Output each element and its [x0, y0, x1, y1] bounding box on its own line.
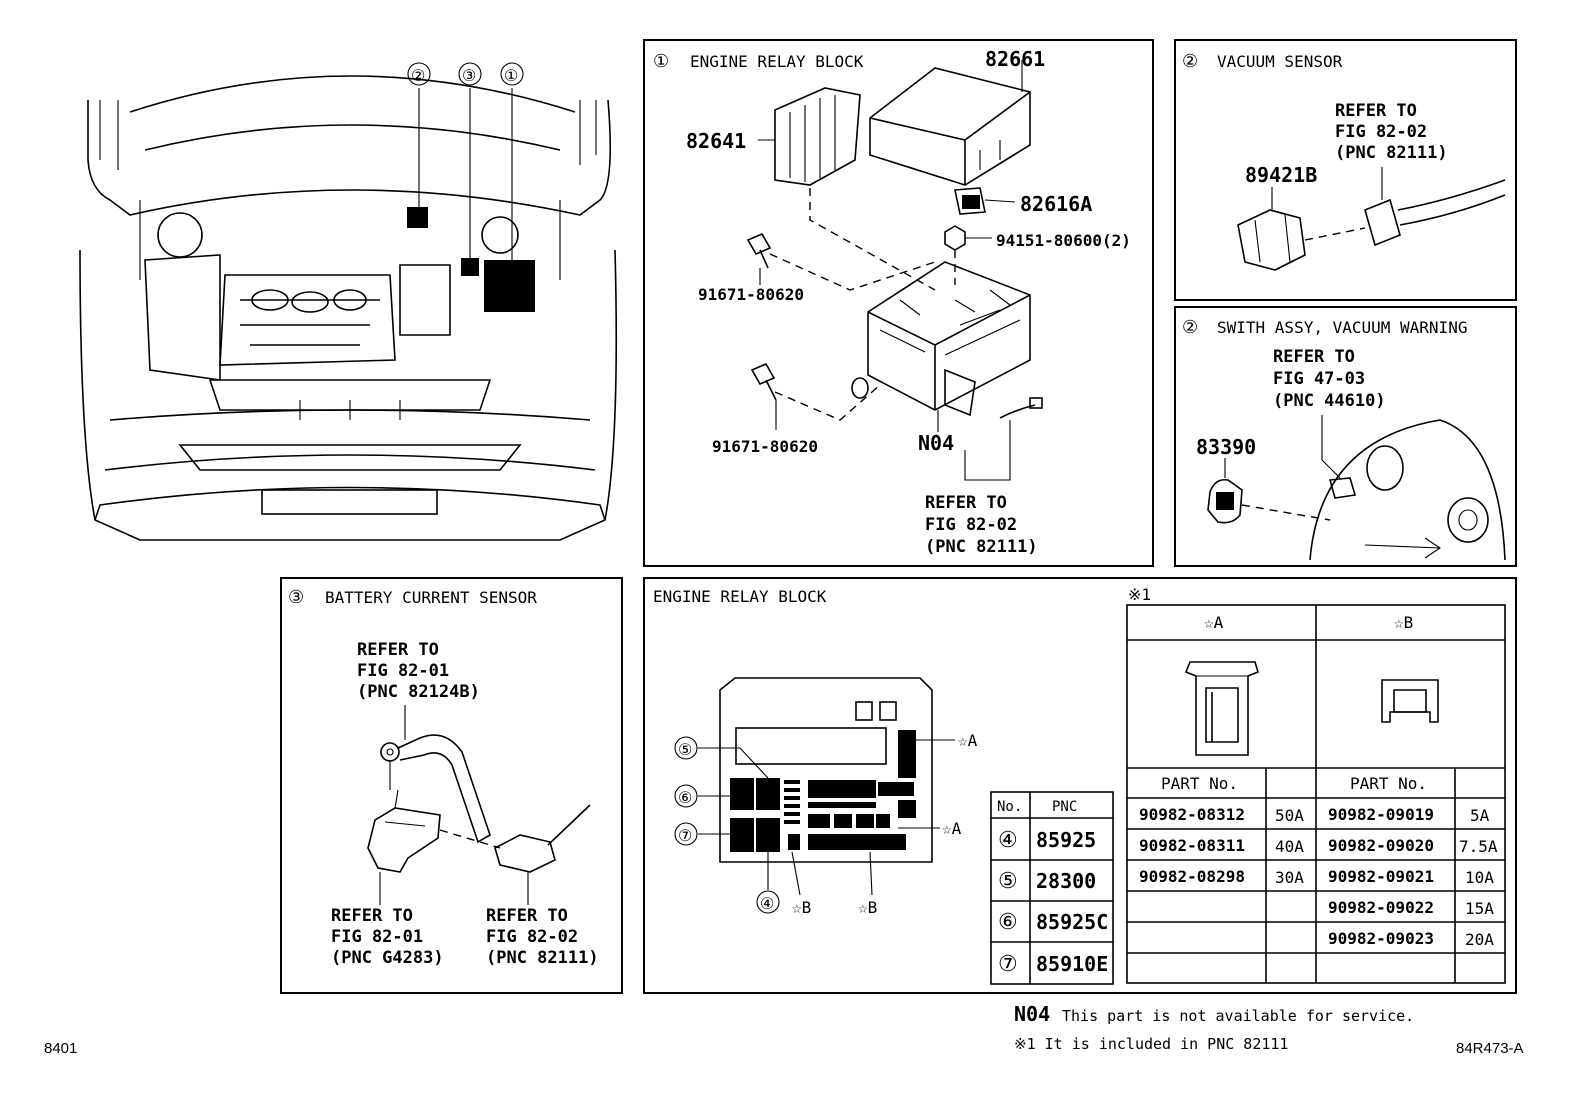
battery-refer-right-3: (PNC 82111)	[486, 948, 599, 968]
vacuum-switch-refer-3: (PNC 44610)	[1273, 391, 1386, 411]
vacuum-sensor-refer-3: (PNC 82111)	[1335, 143, 1448, 163]
part-89421b: 89421B	[1245, 163, 1317, 187]
relay-star-a-top: ☆A	[958, 731, 978, 750]
relay-star-b-right: ☆B	[858, 898, 877, 917]
battery-refer-top-2: FIG 82-01	[357, 661, 449, 681]
part-91671-80620-b: 91671-80620	[712, 437, 818, 456]
vacuum-sensor-panel-num: ②	[1182, 51, 1198, 72]
fuse-b-amp: 20A	[1465, 930, 1494, 949]
fuse-b-part: 90982-09022	[1328, 898, 1434, 917]
fuse-b-amp: 5A	[1470, 806, 1490, 825]
fuse-table	[1126, 604, 1506, 984]
engine-bay-illustration	[79, 75, 618, 541]
overview-callout-3: ③	[462, 66, 476, 85]
part-94151-80600: 94151-80600(2)	[996, 231, 1131, 250]
fuse-a-amp: 40A	[1275, 837, 1304, 856]
relay-callout-4: ④	[760, 894, 774, 913]
pnc-row-value: 85925C	[1036, 910, 1108, 934]
battery-refer-top-3: (PNC 82124B)	[357, 682, 480, 702]
relay-callout-6: ⑥	[678, 788, 692, 807]
relay-callout-7: ⑦	[678, 826, 692, 845]
battery-refer-right-2: FIG 82-02	[486, 927, 578, 947]
engine-relay-refer-1: REFER TO	[925, 493, 1007, 513]
footnote-n04-code: N04	[1014, 1002, 1050, 1026]
fuse-a-part: 90982-08311	[1139, 836, 1245, 855]
pnc-header-pnc: PNC	[1052, 799, 1077, 815]
engine-relay-parts-drawing	[746, 60, 1043, 481]
fuse-b-amp: 10A	[1465, 868, 1494, 887]
battery-sensor-drawing	[367, 705, 591, 905]
fuse-a-amp: 50A	[1275, 806, 1304, 825]
fuse-b-part-header: PART No.	[1350, 774, 1427, 793]
fuse-b-amp: 15A	[1465, 899, 1494, 918]
relay-star-b-left: ☆B	[792, 898, 811, 917]
pnc-header-no: No.	[997, 799, 1022, 815]
battery-refer-left-2: FIG 82-01	[331, 927, 423, 947]
vacuum-switch-panel	[1174, 306, 1517, 567]
fuse-a-amp: 30A	[1275, 868, 1304, 887]
pnc-row-value: 85910E	[1036, 952, 1108, 976]
vacuum-switch-panel-title: SWITH ASSY, VACUUM WARNING	[1217, 318, 1467, 337]
overview-callout-1: ①	[504, 66, 518, 85]
engine-relay-panel-num: ①	[653, 51, 669, 72]
fuse-col-a-header: ☆A	[1204, 613, 1224, 632]
part-82641: 82641	[686, 129, 746, 153]
fuse-b-part: 90982-09021	[1328, 867, 1434, 886]
overview-callout-2: ②	[411, 66, 425, 85]
vacuum-sensor-refer-2: FIG 82-02	[1335, 122, 1427, 142]
engine-relay-panel	[643, 39, 1154, 567]
vacuum-sensor-panel	[1174, 39, 1517, 301]
relay-layout-callout-circles	[674, 736, 780, 914]
engine-relay-refer-3: (PNC 82111)	[925, 537, 1038, 557]
pnc-table	[990, 791, 1114, 985]
fuse-b-part: 90982-09019	[1328, 805, 1434, 824]
pnc-row-value: 85925	[1036, 828, 1096, 852]
battery-refer-left-1: REFER TO	[331, 906, 413, 926]
vacuum-sensor-panel-title: VACUUM SENSOR	[1217, 52, 1343, 71]
overview-callouts	[407, 62, 524, 86]
battery-refer-right-1: REFER TO	[486, 906, 568, 926]
vacuum-sensor-refer-1: REFER TO	[1335, 101, 1417, 121]
fuse-b-part: 90982-09023	[1328, 929, 1434, 948]
fuse-table-note-mark: ※1	[1128, 585, 1151, 604]
fuse-a-part: 90982-08312	[1139, 805, 1245, 824]
vacuum-switch-refer-2: FIG 47-03	[1273, 369, 1365, 389]
pnc-row-value: 28300	[1036, 869, 1096, 893]
vacuum-sensor-drawing	[1237, 167, 1506, 271]
relay-block-layout-drawing	[698, 677, 955, 896]
vacuum-switch-panel-num: ②	[1182, 317, 1198, 338]
pnc-row-no: ⑤	[998, 869, 1018, 894]
battery-sensor-panel	[280, 577, 623, 994]
figure-code: 84R473-A	[1456, 1040, 1524, 1057]
part-91671-80620-a: 91671-80620	[698, 285, 804, 304]
part-83390: 83390	[1196, 435, 1256, 459]
relay-layout-panel	[643, 577, 1517, 994]
page-id: 8401	[44, 1040, 77, 1057]
footnote-note1: ※1 It is included in PNC 82111	[1014, 1035, 1288, 1053]
relay-callout-5: ⑤	[678, 740, 692, 759]
fuse-b-part: 90982-09020	[1328, 836, 1434, 855]
engine-relay-panel-title: ENGINE RELAY BLOCK	[690, 52, 864, 71]
relay-layout-panel-title: ENGINE RELAY BLOCK	[653, 587, 827, 606]
battery-sensor-panel-num: ③	[288, 587, 304, 608]
engine-relay-refer-2: FIG 82-02	[925, 515, 1017, 535]
pnc-row-no: ⑥	[998, 910, 1018, 935]
part-82661: 82661	[985, 47, 1045, 71]
pnc-row-no: ⑦	[998, 952, 1018, 977]
fuse-a-part: 90982-08298	[1139, 867, 1245, 886]
battery-refer-left-3: (PNC G4283)	[331, 948, 444, 968]
part-82616a: 82616A	[1020, 192, 1092, 216]
vacuum-switch-drawing	[1207, 415, 1506, 561]
fuse-a-part-header: PART No.	[1161, 774, 1238, 793]
part-n04: N04	[918, 431, 954, 455]
vacuum-switch-refer-1: REFER TO	[1273, 347, 1355, 367]
battery-refer-top-1: REFER TO	[357, 640, 439, 660]
fuse-col-b-header: ☆B	[1394, 613, 1413, 632]
battery-sensor-panel-title: BATTERY CURRENT SENSOR	[325, 588, 537, 607]
fuse-b-amp: 7.5A	[1459, 837, 1498, 856]
footnote-n04-text: This part is not available for service.	[1062, 1007, 1414, 1025]
pnc-row-no: ④	[998, 828, 1018, 853]
relay-star-a-bottom: ☆A	[942, 819, 962, 838]
